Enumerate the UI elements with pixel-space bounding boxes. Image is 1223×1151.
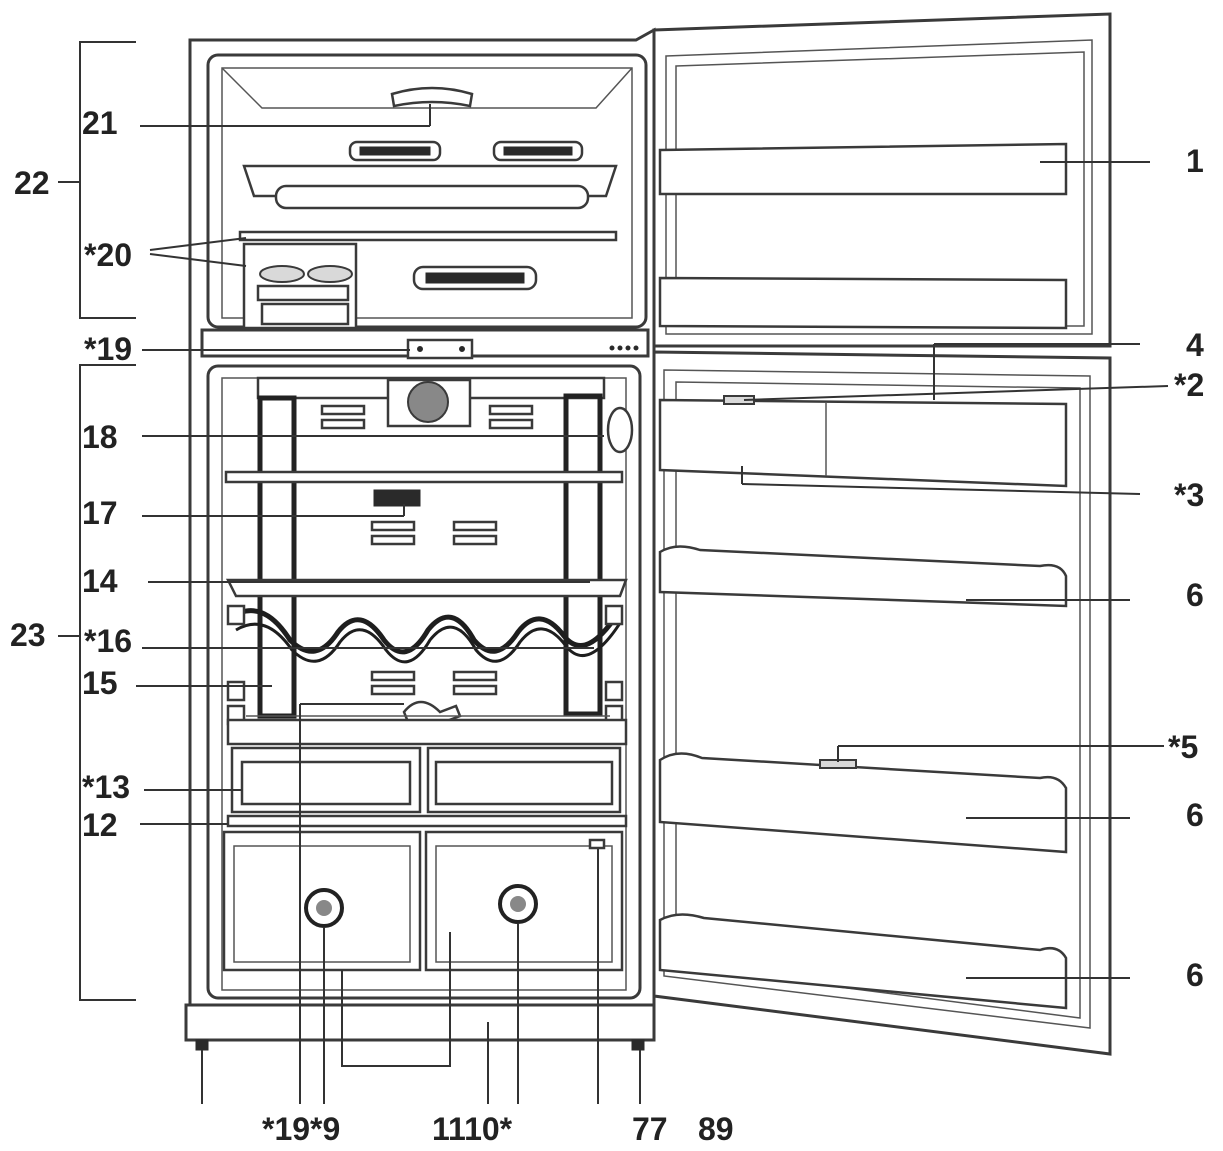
label-12: 12 (82, 807, 118, 843)
callout-labels: 21 22 *20 *19 18 17 14 23 *16 15 *13 12 … (10, 105, 1204, 1147)
freezer-shelf (242, 164, 618, 210)
freezer-vents-top (348, 140, 584, 162)
label-bottom-11-10: 1110* (432, 1111, 513, 1147)
bracket-fridge (58, 364, 136, 1001)
label-13: *13 (82, 769, 130, 805)
label-6-middle: 6 (1186, 797, 1204, 833)
drawer-divider-shelf (226, 814, 628, 828)
label-6-lower: 6 (1186, 957, 1204, 993)
label-18: 18 (82, 419, 118, 455)
label-21: 21 (82, 105, 118, 141)
glass-shelf-lower (225, 578, 628, 598)
chiller-drawer (230, 746, 622, 814)
leader-lines (136, 104, 1169, 1104)
label-16: *16 (84, 623, 132, 659)
label-5: *5 (1168, 729, 1198, 765)
door-bin-lower (658, 913, 1068, 1010)
bracket-freezer (58, 41, 136, 319)
thermostat (370, 489, 498, 546)
label-bottom-89: 89 (698, 1111, 734, 1147)
ice-tray-assembly (238, 230, 618, 330)
dairy-compartment (658, 395, 1068, 488)
label-20: *20 (84, 237, 132, 273)
side-rails (257, 393, 603, 719)
label-4: 4 (1186, 327, 1204, 363)
freezer-light (390, 86, 474, 108)
label-bottom-77: 77 (632, 1111, 668, 1147)
label-23: 23 (10, 617, 46, 653)
label-2: *2 (1174, 367, 1204, 403)
freezer-door-bins (658, 142, 1068, 330)
label-bottom-19-9: *19*9 (262, 1111, 340, 1147)
label-22: 22 (14, 165, 50, 201)
label-1: 1 (1186, 143, 1204, 179)
door-bin-upper (658, 545, 1068, 608)
freezer-vent-middle (412, 265, 538, 291)
crisper-cover (226, 715, 628, 746)
vents-lower (370, 670, 498, 696)
label-17: 17 (82, 495, 118, 531)
label-6-upper: 6 (1186, 577, 1204, 613)
fan-cover (256, 376, 606, 430)
label-19-top: *19 (84, 331, 132, 367)
wine-rack (228, 608, 624, 664)
label-14: 14 (82, 563, 118, 599)
label-15: 15 (82, 665, 118, 701)
glass-shelf-upper (224, 470, 624, 484)
crisper-drawers (222, 830, 624, 972)
door-bin-middle (658, 752, 1068, 854)
label-3: *3 (1174, 477, 1204, 513)
fridge-light (606, 406, 634, 454)
freezer-door (652, 12, 1112, 348)
